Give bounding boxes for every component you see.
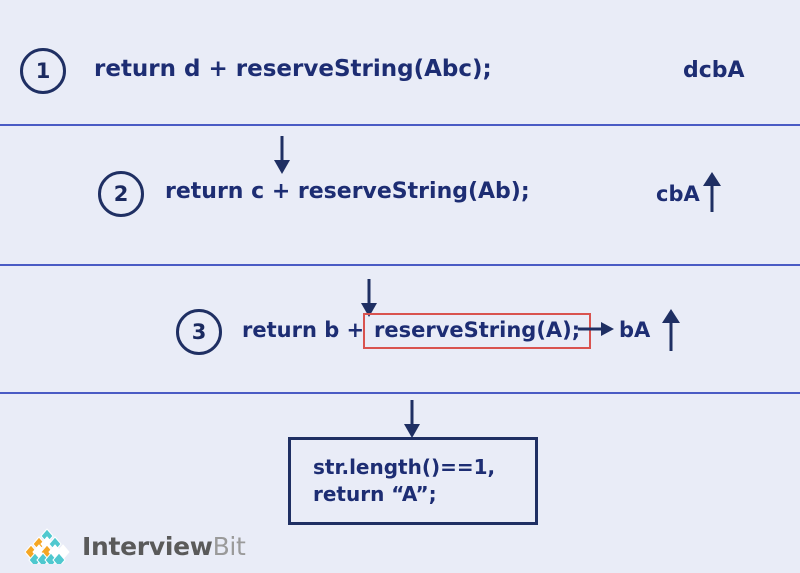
highlighted-recursive-call: reserveString(A);: [363, 313, 592, 349]
arrow-down-icon: [357, 279, 381, 317]
base-case-line-2: return “A”;: [313, 482, 437, 506]
arrow-right-icon: [578, 318, 614, 340]
step-badge-2-label: 2: [113, 181, 129, 206]
step-code-3-prefix: return b +: [242, 318, 365, 342]
step-result-2: cbA: [656, 182, 700, 206]
arrow-down-icon: [270, 136, 294, 174]
base-case-line-1: str.length()==1,: [313, 455, 496, 479]
base-case-box: str.length()==1, return “A”;: [288, 437, 538, 525]
logo-text-bit: Bit: [212, 531, 246, 561]
divider-row-1: [0, 124, 800, 126]
step-result-3: bA: [619, 318, 651, 342]
divider-row-3: [0, 392, 800, 394]
divider-row-2: [0, 264, 800, 266]
step-badge-3: 3: [176, 309, 222, 355]
interviewbit-logo: InterviewBit: [22, 528, 246, 568]
step-badge-1-label: 1: [35, 58, 51, 83]
arrow-up-icon: [659, 309, 683, 351]
step-badge-1: 1: [20, 48, 66, 94]
arrow-down-icon: [400, 400, 424, 438]
logo-text-interview: Interview: [82, 531, 213, 561]
step-code-1: return d + reserveString(Abc);: [94, 56, 492, 82]
interviewbit-wordmark: InterviewBit: [82, 534, 246, 559]
arrow-up-icon: [700, 172, 724, 212]
step-badge-2: 2: [98, 171, 144, 217]
interviewbit-diamond-icon: [22, 528, 72, 568]
step-badge-3-label: 3: [191, 319, 207, 344]
step-code-2: return c + reserveString(Ab);: [165, 179, 530, 204]
step-result-1: dcbA: [683, 58, 745, 83]
